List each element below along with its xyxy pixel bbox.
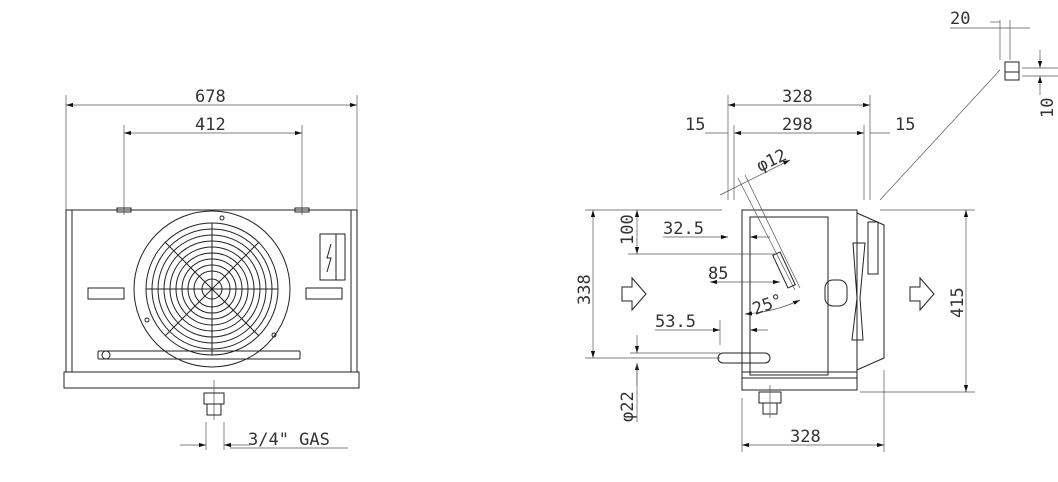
- airflow-arrow-icon: [909, 276, 935, 312]
- dim-15-right: 15: [895, 115, 915, 135]
- dim-53-5: 53.5: [655, 312, 696, 332]
- dim-10: 10: [1038, 98, 1058, 118]
- electrical-box: [319, 233, 346, 281]
- angle-25: 25°: [750, 290, 786, 319]
- dim-100: 100: [618, 214, 638, 245]
- airflow-arrow-icon: [621, 276, 647, 312]
- dim-678: 678: [195, 87, 226, 107]
- dim-338: 338: [575, 274, 595, 305]
- dim-415: 415: [948, 287, 968, 318]
- side-view: 328 298 15 15 φ12 100 32.5 85 25° 53.5 3…: [575, 69, 1001, 452]
- lightning-icon: [326, 243, 332, 273]
- connection-label: 3/4" GAS: [248, 430, 330, 450]
- dim-412: 412: [195, 115, 226, 135]
- dim-328-bottom: 328: [790, 427, 821, 447]
- dim-85: 85: [708, 264, 728, 284]
- dim-328-top: 328: [782, 87, 813, 107]
- front-view: 678 412 3/4" GAS: [63, 87, 360, 450]
- dim-phi22: φ22: [618, 391, 638, 422]
- dim-298: 298: [782, 115, 813, 135]
- dim-phi12: φ12: [754, 145, 790, 176]
- dim-32-5: 32.5: [663, 219, 704, 239]
- dim-20: 20: [950, 9, 970, 29]
- dim-15-left: 15: [685, 115, 705, 135]
- bracket-detail: 20 10: [950, 9, 1058, 118]
- fan-grill: [133, 210, 291, 368]
